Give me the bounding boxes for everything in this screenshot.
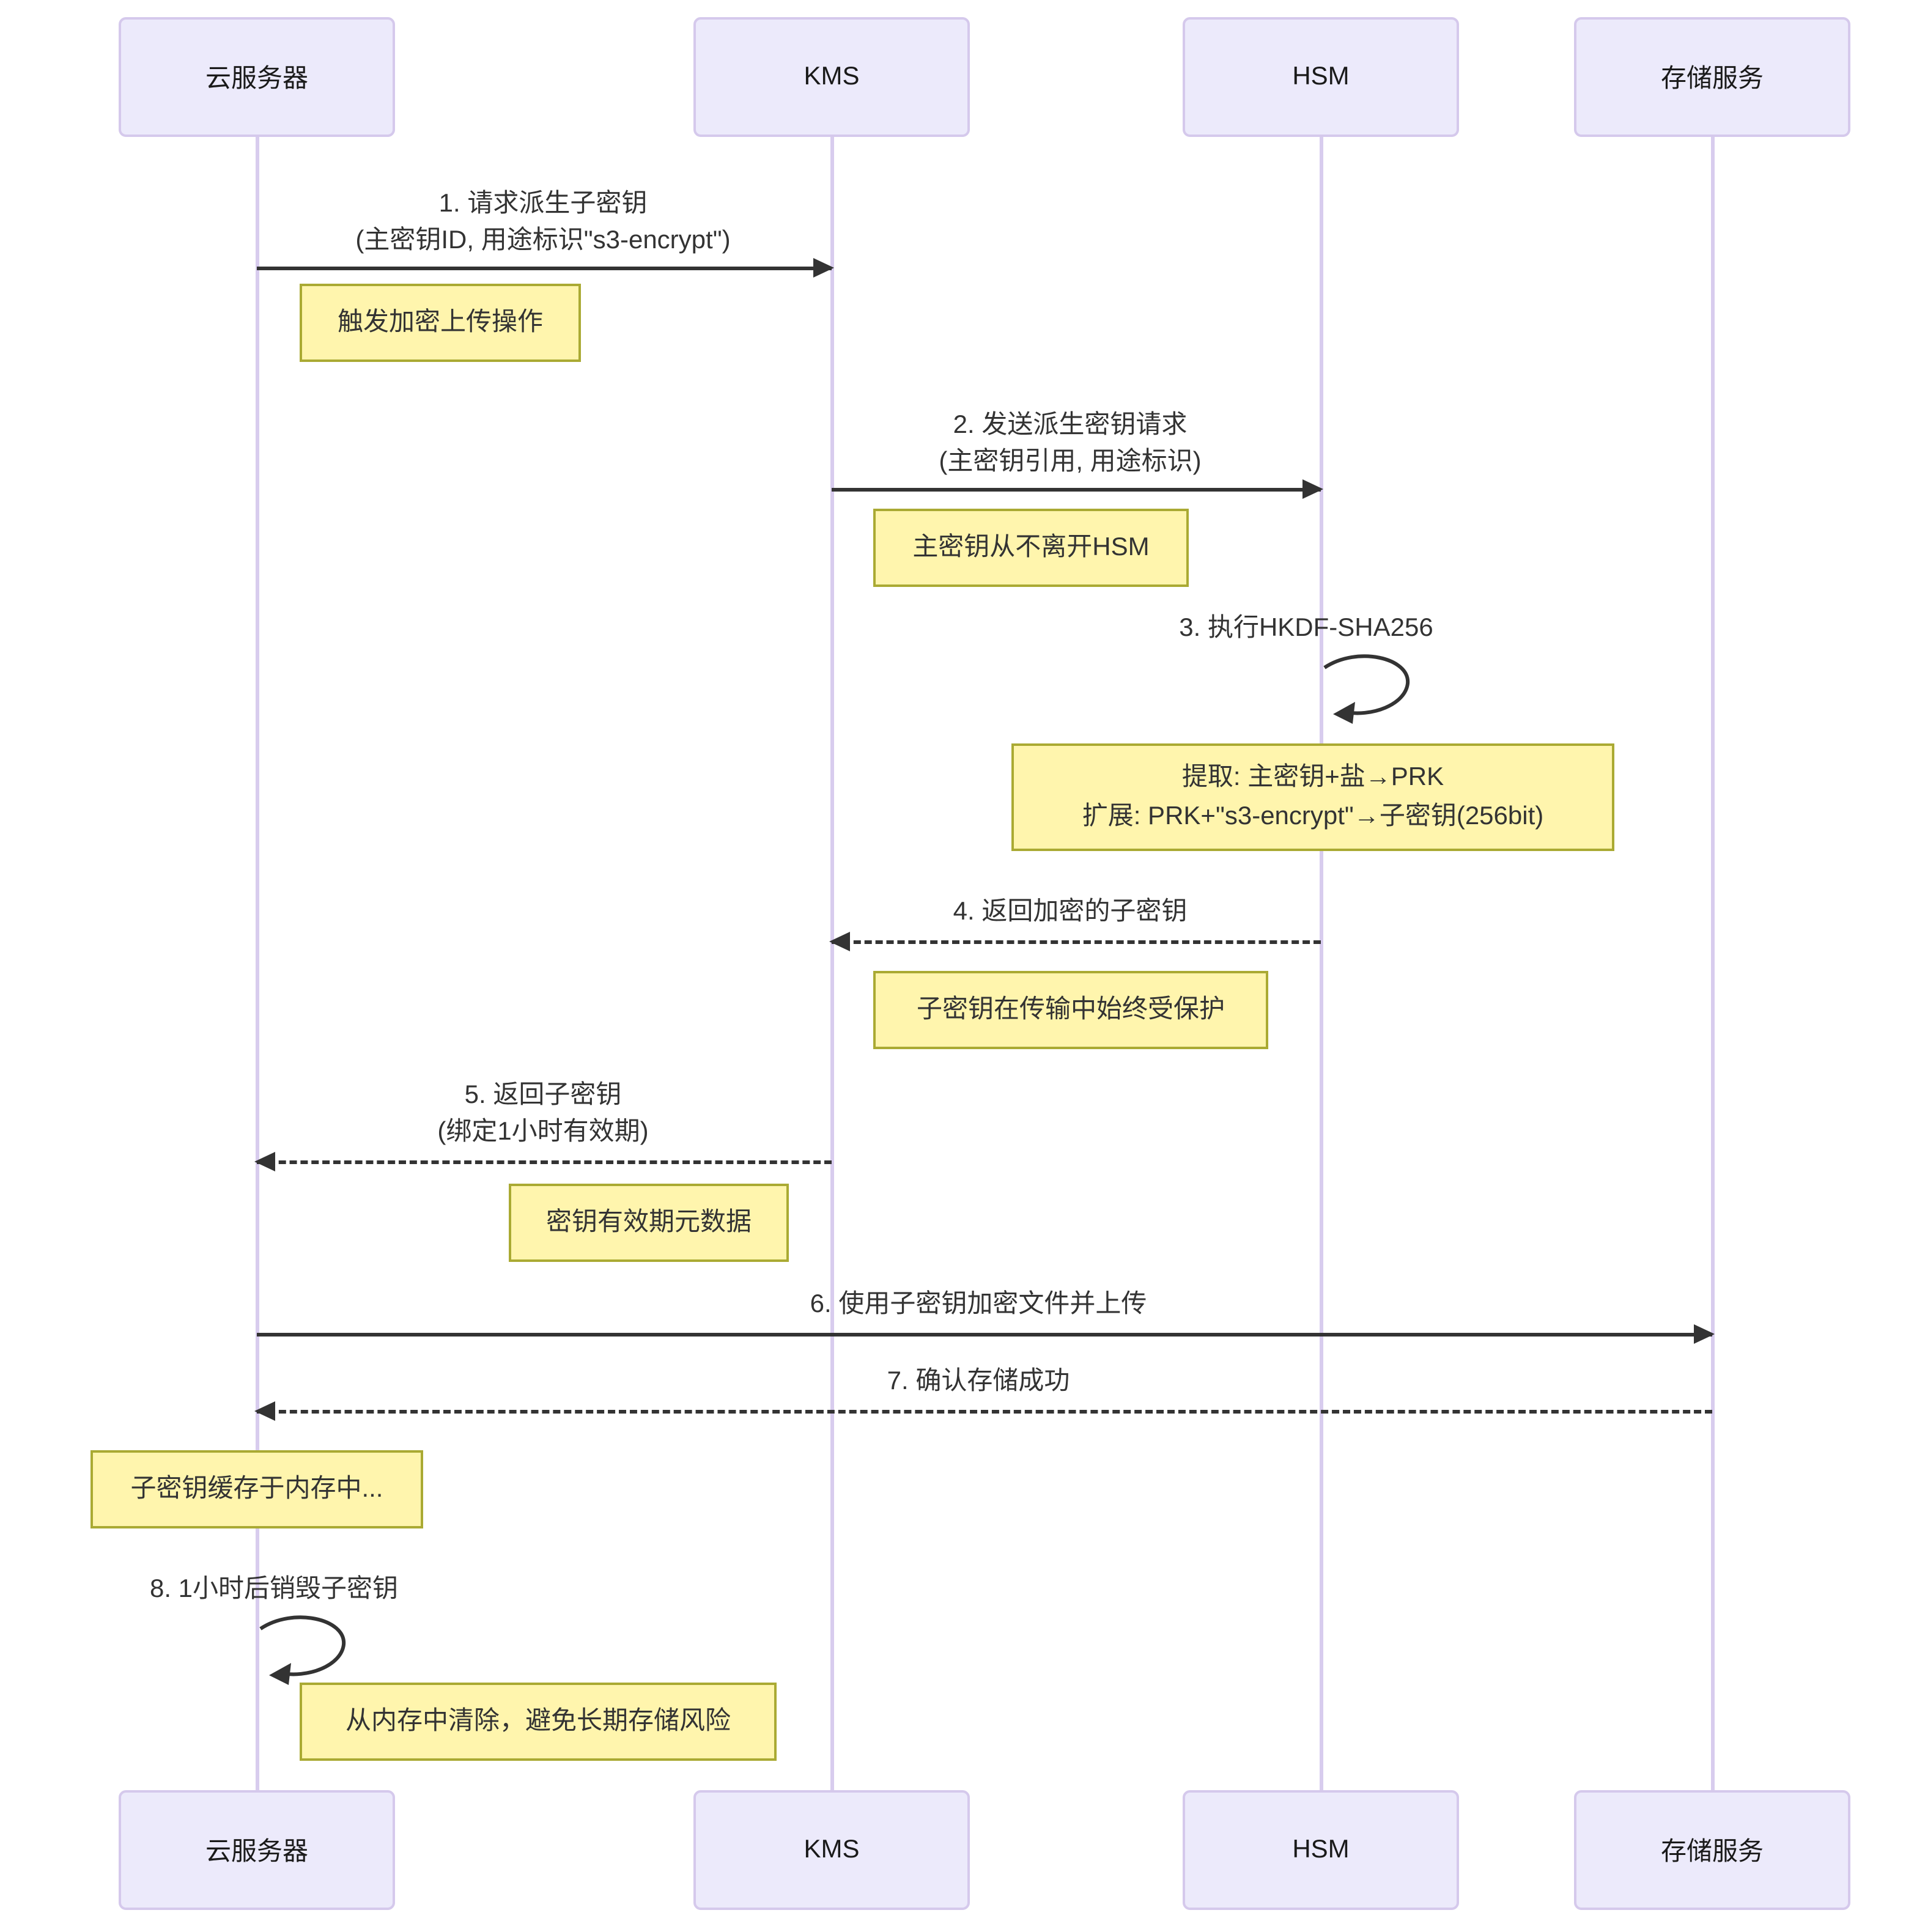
note-trigger-upload: 触发加密上传操作	[300, 284, 581, 362]
actor-top-kms: KMS	[693, 17, 970, 137]
message-8-self-loop-icon	[259, 1615, 346, 1685]
note-subkey-cached: 子密钥缓存于内存中...	[91, 1450, 423, 1528]
message-2-label: 2. 发送派生密钥请求 (主密钥引用, 用途标识)	[939, 411, 1202, 476]
message-6-label: 6. 使用子密钥加密文件并上传	[810, 1290, 1147, 1318]
arrowhead-right-icon	[1694, 1324, 1715, 1343]
actor-label: 云服务器	[205, 1838, 308, 1866]
actor-top-storage: 存储服务	[1574, 17, 1850, 137]
actor-top-cloud-server: 云服务器	[119, 17, 395, 137]
message-4-label: 4. 返回加密的子密钥	[953, 898, 1188, 926]
arrowhead-right-icon	[813, 257, 834, 277]
message-2-arrow	[832, 479, 1323, 498]
actor-label: KMS	[804, 62, 860, 90]
actor-bottom-kms: KMS	[693, 1790, 970, 1910]
message-4-arrow	[829, 931, 1321, 951]
message-7-label: 7. 确认存储成功	[887, 1367, 1070, 1395]
message-6-arrow	[257, 1324, 1715, 1343]
message-1-label: 1. 请求派生子密钥 (主密钥ID, 用途标识"s3-encrypt")	[355, 190, 731, 254]
lifeline-kms	[830, 137, 833, 1790]
note-hkdf-detail: 提取: 主密钥+盐→PRK 扩展: PRK+"s3-encrypt"→子密钥(2…	[1011, 743, 1614, 851]
lifeline-hsm	[1319, 137, 1323, 1790]
note-key-validity-metadata: 密钥有效期元数据	[509, 1184, 789, 1262]
note-clear-memory: 从内存中清除，避免长期存储风险	[300, 1683, 777, 1761]
message-5-label: 5. 返回子密钥 (绑定1小时有效期)	[437, 1081, 649, 1146]
note-master-key-hsm: 主密钥从不离开HSM	[873, 509, 1189, 587]
actor-label: KMS	[804, 1835, 860, 1864]
arrowhead-left-icon	[254, 1401, 275, 1420]
message-5-arrow	[254, 1151, 832, 1171]
actor-label: HSM	[1292, 1835, 1350, 1864]
actor-bottom-cloud-server: 云服务器	[119, 1790, 395, 1910]
message-3-label: 3. 执行HKDF-SHA256	[1179, 614, 1433, 642]
message-3-self-loop-icon	[1323, 654, 1410, 724]
actor-bottom-hsm: HSM	[1183, 1790, 1459, 1910]
note-subkey-protected: 子密钥在传输中始终受保护	[873, 971, 1268, 1049]
message-1-arrow	[257, 257, 834, 277]
arrowhead-left-icon	[829, 931, 850, 951]
arrowhead-left-icon	[254, 1151, 275, 1171]
actor-label: 存储服务	[1661, 65, 1764, 93]
lifeline-storage	[1710, 137, 1714, 1790]
lifeline-cloud-server	[255, 137, 259, 1790]
actor-bottom-storage: 存储服务	[1574, 1790, 1850, 1910]
message-7-arrow	[254, 1401, 1712, 1420]
actor-top-hsm: HSM	[1183, 17, 1459, 137]
actor-label: 存储服务	[1661, 1838, 1764, 1866]
actor-label: 云服务器	[205, 65, 308, 93]
message-8-label: 8. 1小时后销毁子密钥	[149, 1575, 399, 1603]
arrowhead-right-icon	[1302, 479, 1323, 498]
actor-label: HSM	[1292, 62, 1350, 90]
